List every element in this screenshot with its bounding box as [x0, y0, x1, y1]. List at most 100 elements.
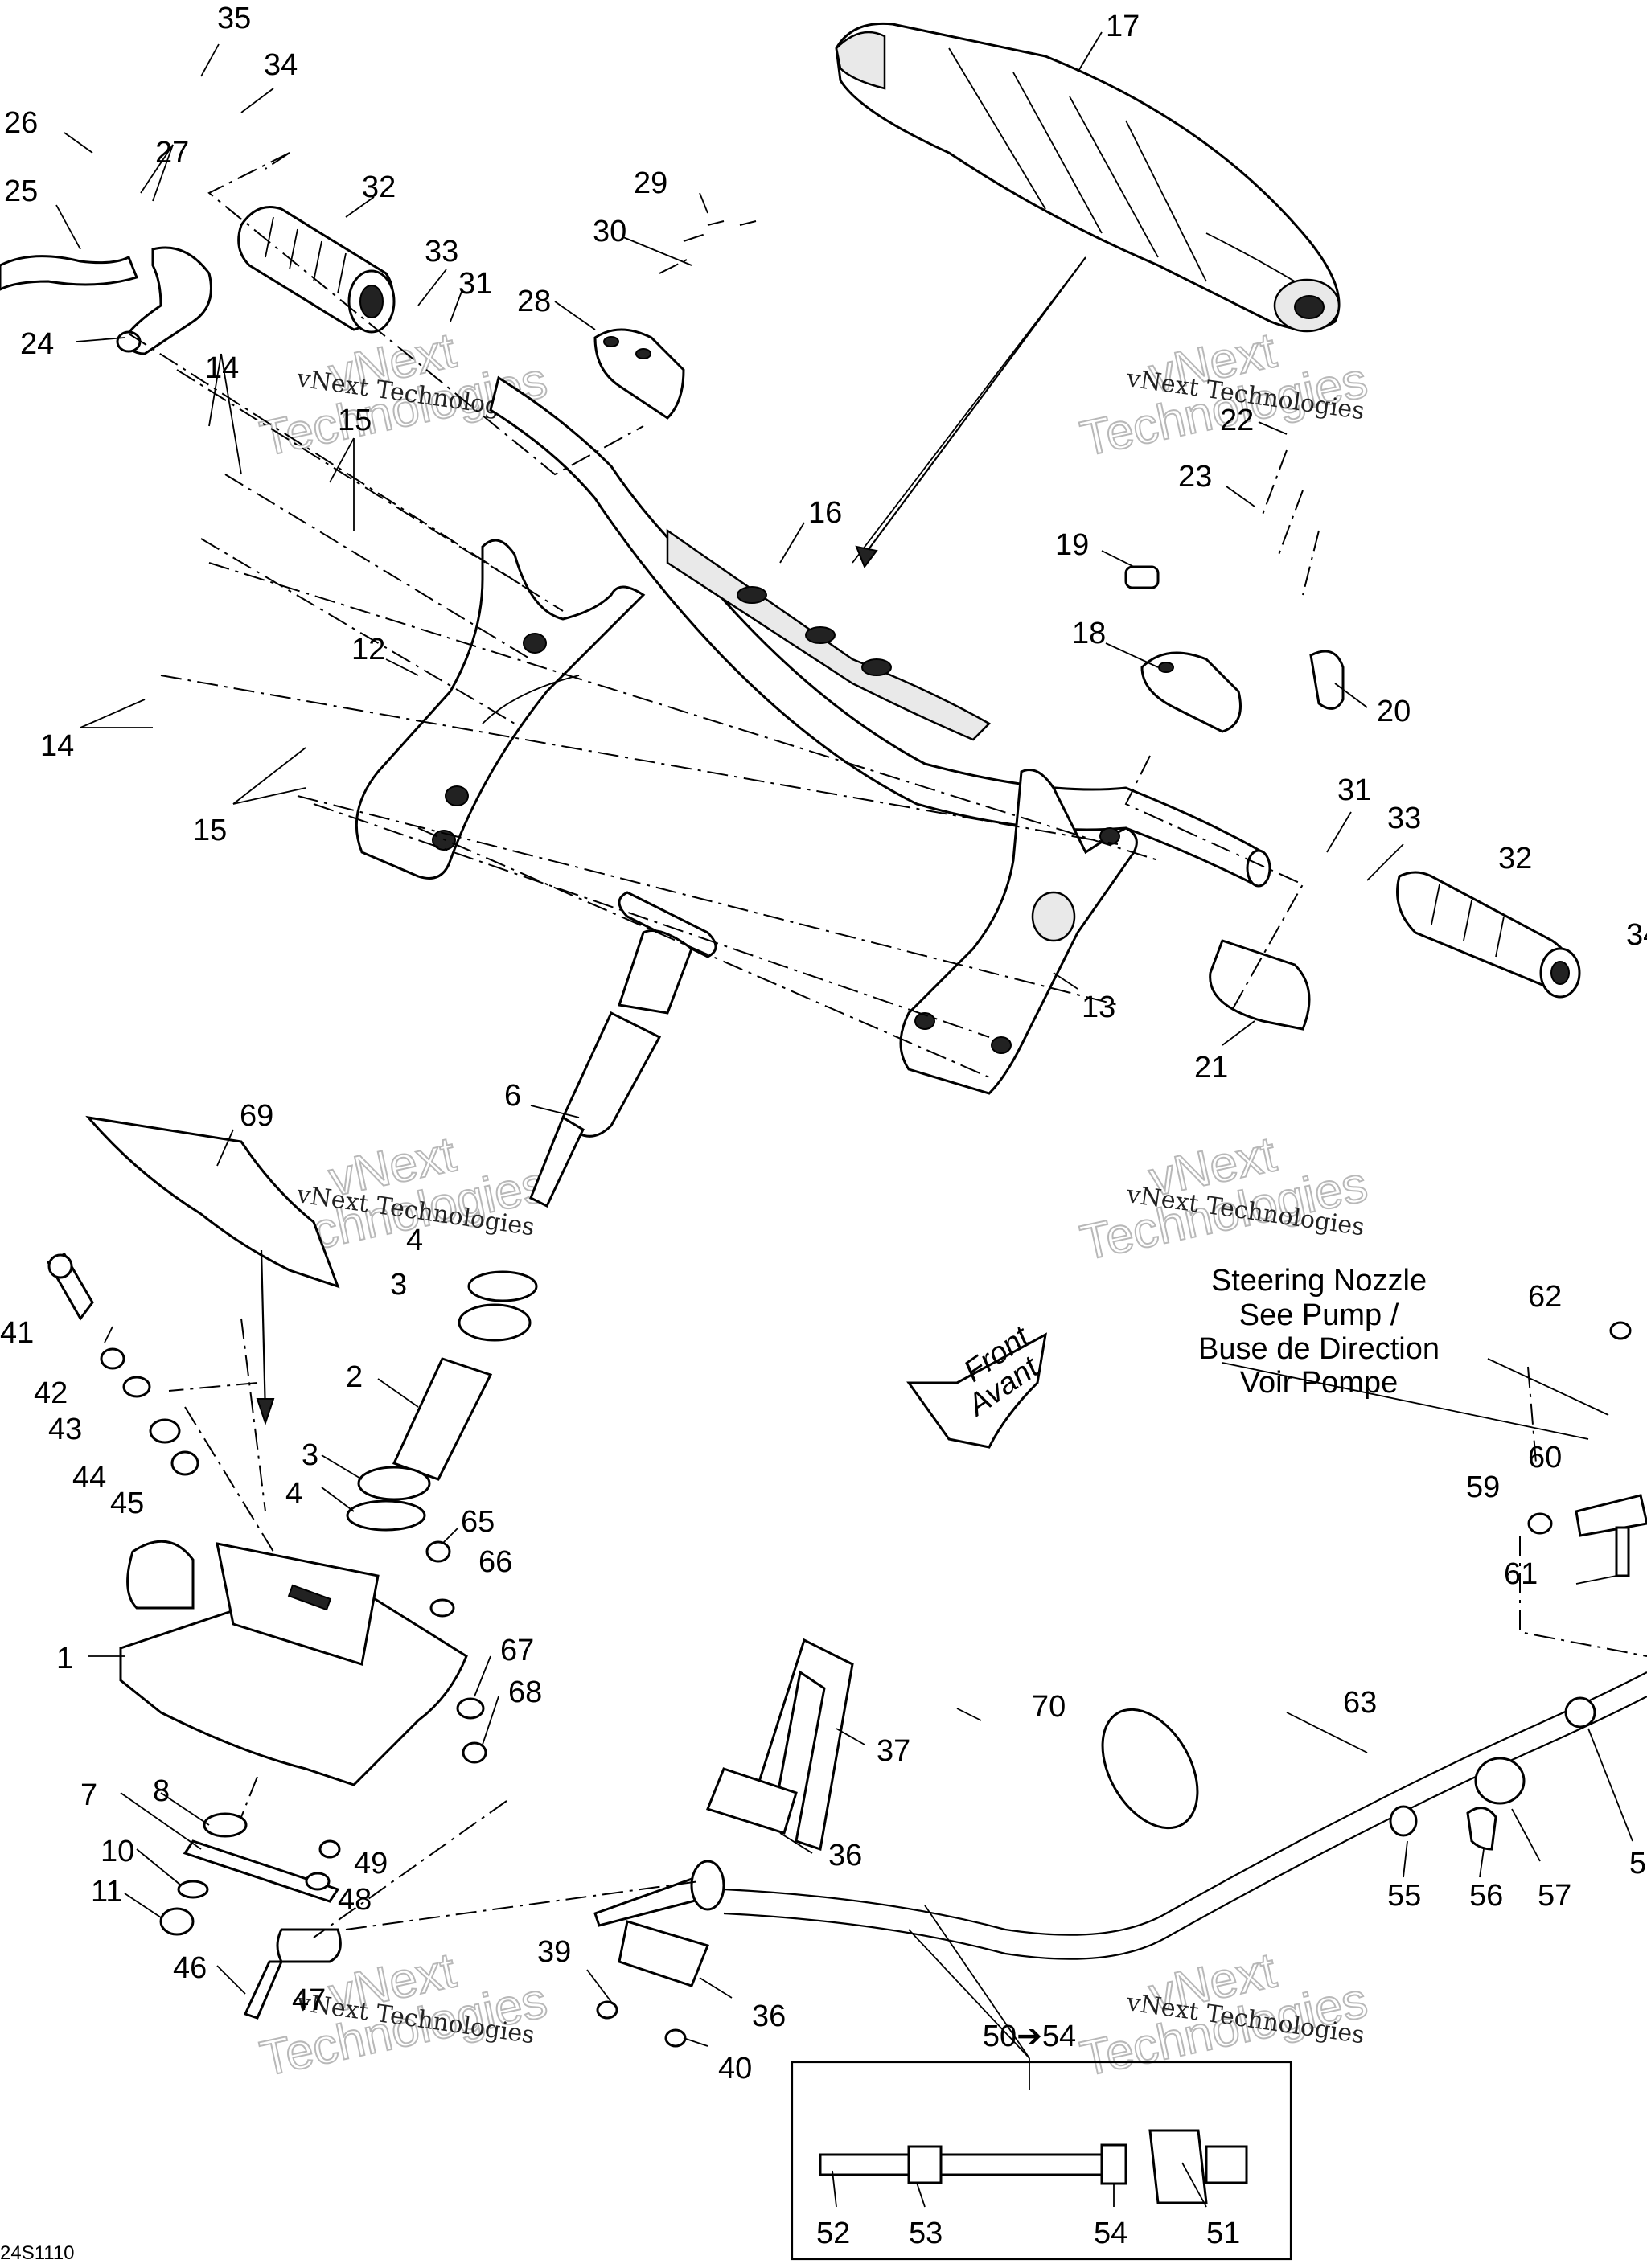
callout-43: 43 [48, 1413, 82, 1446]
part-6-steering-column [529, 891, 717, 1208]
callout-56: 56 [1469, 1879, 1503, 1913]
callout-39: 39 [537, 1935, 571, 1969]
steering-nozzle-note: Steering Nozzle See Pump / Buse de Direc… [1198, 1264, 1440, 1400]
callout-27: 27 [155, 136, 189, 170]
callout-3-upper: 3 [390, 1268, 407, 1302]
callout-65: 65 [461, 1505, 495, 1539]
callout-4-upper: 4 [406, 1224, 423, 1257]
callout-6: 6 [504, 1079, 521, 1113]
part-63-steering-cable [593, 1671, 1647, 1960]
part-3-bearing-lower [357, 1466, 431, 1501]
callout-19: 19 [1055, 528, 1089, 562]
callout-61: 61 [1504, 1557, 1538, 1591]
part-4-seal-lower [346, 1499, 426, 1532]
callout-32-left: 32 [362, 170, 396, 204]
callout-25: 25 [4, 174, 38, 208]
part-7-arm [183, 1839, 340, 1903]
callout-21: 21 [1194, 1051, 1228, 1085]
part-46-bolt [243, 1960, 284, 2020]
watermark-mid-right: vNext Technologies [1075, 1126, 1373, 1272]
callout-32-right: 32 [1498, 842, 1532, 876]
part-16-handlebar [489, 375, 1271, 888]
callout-54: 54 [1094, 2217, 1127, 2250]
callout-62: 62 [1528, 1280, 1562, 1314]
callout-47: 47 [292, 1983, 326, 2017]
callout-57: 57 [1538, 1879, 1571, 1913]
part-68-nut [462, 1741, 487, 1764]
part-70-ring [1101, 1708, 1199, 1830]
part-48-washer [305, 1872, 331, 1891]
callout-28: 28 [517, 285, 551, 318]
note-line-1: Steering Nozzle [1211, 1264, 1427, 1298]
callout-2: 2 [346, 1360, 363, 1394]
part-2-tube [392, 1357, 493, 1481]
callout-16: 16 [808, 496, 842, 530]
callout-49: 49 [354, 1847, 388, 1880]
callout-66: 66 [478, 1545, 512, 1579]
part-36-clamp-lower [618, 1920, 710, 1987]
callout-58: 58 [1629, 1847, 1647, 1880]
callout-14-upper: 14 [205, 351, 239, 385]
part-39-nut [596, 2000, 618, 2020]
callout-36-lower: 36 [752, 1999, 786, 2033]
part-56-clip [1466, 1807, 1497, 1851]
part-28-housing [593, 328, 685, 420]
callout-69: 69 [240, 1099, 273, 1133]
diagram-code: 24S1110 [0, 2242, 75, 2264]
note-line-2: See Pump / [1239, 1298, 1399, 1332]
part-67-washer [456, 1697, 485, 1720]
callout-45: 45 [110, 1487, 144, 1520]
callout-46: 46 [173, 1951, 207, 1985]
note-line-4: Voir Pompe [1240, 1366, 1398, 1400]
part-8-bushing [203, 1812, 248, 1838]
note-line-3: Buse de Direction [1198, 1332, 1440, 1366]
callout-41: 41 [0, 1316, 34, 1350]
part-59-nut [1527, 1512, 1553, 1535]
part-55-washer [1389, 1805, 1418, 1837]
indicator-arrows [256, 256, 1086, 1449]
callout-12: 12 [351, 633, 385, 666]
part-57-nut [1474, 1757, 1526, 1805]
callout-14-lower: 14 [40, 729, 74, 763]
part-66-washer [429, 1598, 455, 1618]
callout-36-upper: 36 [828, 1839, 862, 1872]
callout-52: 52 [816, 2217, 850, 2250]
callout-7: 7 [80, 1778, 97, 1812]
callout-42: 42 [34, 1376, 68, 1410]
callout-18: 18 [1072, 617, 1106, 650]
part-1-base-plate [119, 1540, 468, 1786]
part-32-left-grip [237, 206, 396, 334]
part-58-bushing [1564, 1696, 1596, 1729]
callout-29: 29 [634, 166, 667, 200]
callout-35: 35 [217, 2, 251, 35]
callout-3-lower: 3 [302, 1438, 318, 1472]
callout-15-upper: 15 [338, 404, 372, 437]
part-36-clamp-upper [706, 1767, 798, 1835]
part-18-housing [1140, 651, 1242, 733]
part-40-nut [664, 2028, 687, 2048]
part-47-ball-joint [276, 1928, 342, 1963]
callout-70: 70 [1032, 1690, 1066, 1724]
callout-37: 37 [877, 1734, 910, 1768]
part-10-washer [177, 1880, 209, 1899]
part-43-washer [122, 1376, 151, 1398]
part-69-plate [85, 1115, 340, 1289]
callout-30: 30 [593, 215, 626, 248]
callout-60: 60 [1528, 1441, 1562, 1474]
callout-53: 53 [909, 2217, 943, 2250]
callout-11: 11 [91, 1875, 122, 1909]
construction-lines [128, 152, 1647, 1938]
part-61-bolt [1615, 1526, 1630, 1577]
part-44-washer [149, 1418, 181, 1444]
callout-26: 26 [4, 106, 38, 140]
part-45-nut [170, 1450, 199, 1476]
callout-1: 1 [56, 1642, 73, 1675]
callout-13: 13 [1082, 990, 1115, 1024]
inset-cable-end [819, 2129, 1248, 2204]
callout-34-right: 34 [1626, 918, 1647, 952]
part-3-bearing-upper [458, 1303, 532, 1342]
callout-10: 10 [101, 1835, 134, 1868]
